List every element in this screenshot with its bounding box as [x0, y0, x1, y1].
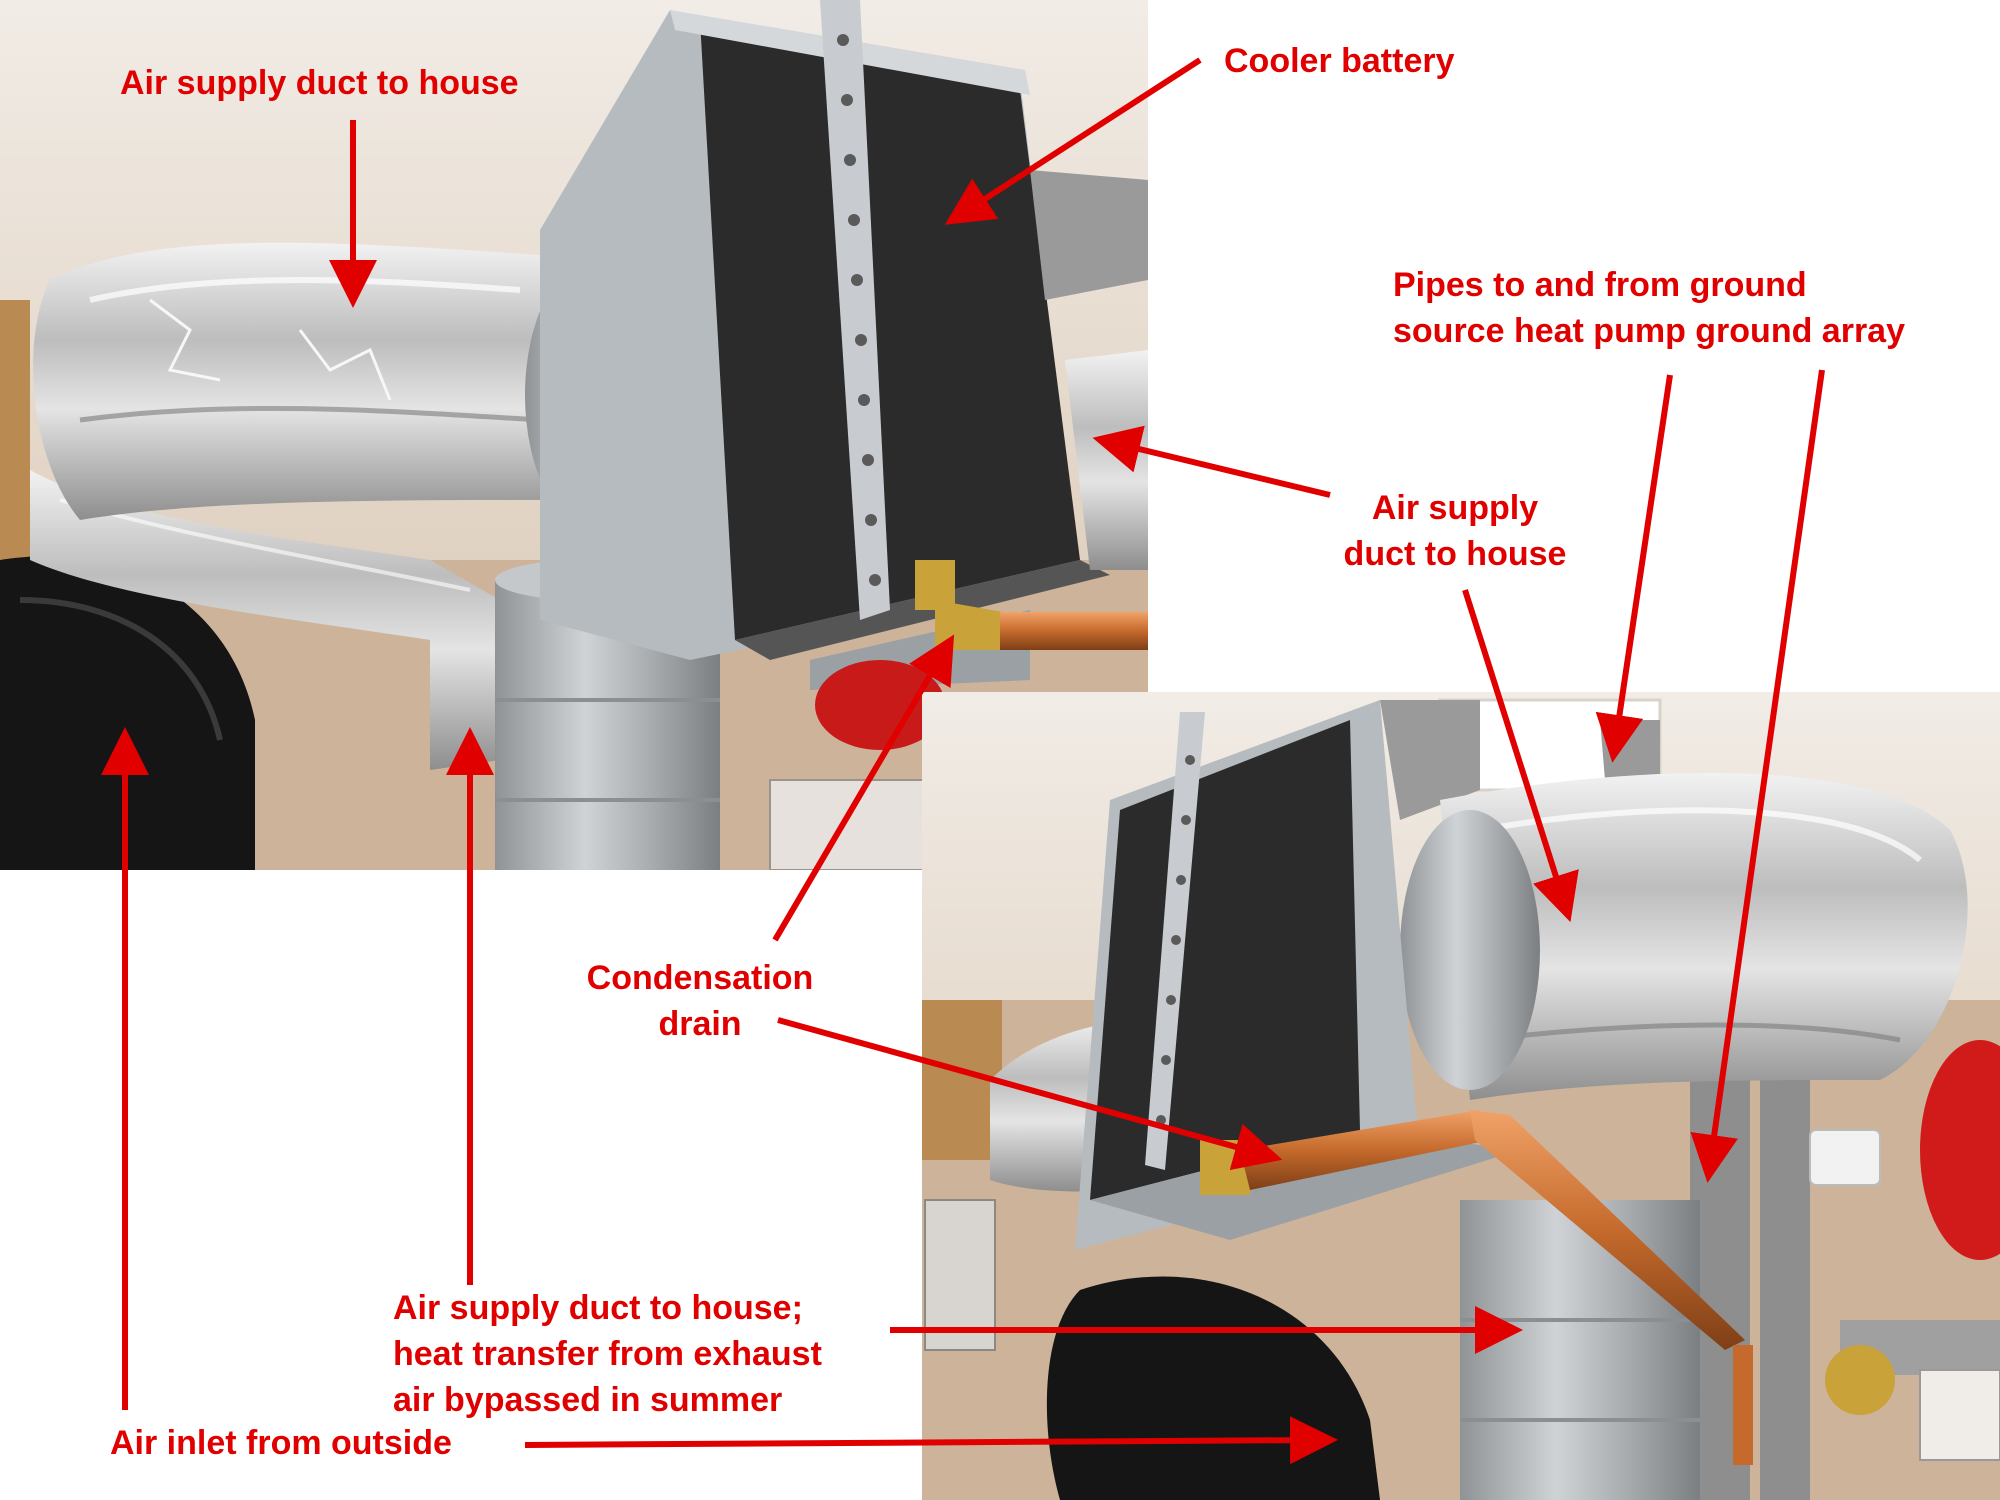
arrow-pipes-1 [1595, 374, 1673, 763]
label-pipes-line2: source heat pump ground array [1393, 312, 1905, 350]
arrow-cooler [944, 57, 1202, 225]
label-supply-top-left: Air supply duct to house [120, 64, 519, 102]
label-condensation-drain: Condensation drain [560, 955, 840, 1047]
red-expansion-vessel-right [1920, 1040, 2000, 1260]
label-cooler-battery: Cooler battery [1224, 42, 1455, 80]
black-inlet-duct [0, 556, 255, 870]
label-bypass-line3: air bypassed in summer [393, 1381, 783, 1419]
photo-bottom-right [922, 692, 2000, 1500]
foil-supply-duct-right [1440, 772, 1968, 1100]
label-condensation-line1: Condensation [586, 959, 814, 997]
label-pipes-ground-array: Pipes to and from ground source heat pum… [1393, 262, 1905, 354]
cooler-battery-box-right [1075, 700, 1520, 1250]
circulating-pump [1825, 1345, 1895, 1415]
label-bypass-duct: Air supply duct to house; heat transfer … [393, 1285, 822, 1423]
control-panel-left [924, 1199, 996, 1351]
label-supply-right: Air supply duct to house [1320, 485, 1590, 577]
label-air-inlet: Air inlet from outside [110, 1424, 452, 1462]
wall-panel [769, 779, 931, 870]
galvanised-vertical-pipe-right [1460, 1200, 1700, 1500]
label-bypass-line2: heat transfer from exhaust [393, 1335, 822, 1373]
label-pipes-line1: Pipes to and from ground [1393, 266, 1807, 304]
label-supply-right-line2: duct to house [1343, 535, 1567, 573]
cooler-battery-box [540, 0, 1110, 690]
arrow-supply-right-lower [1462, 589, 1579, 923]
grey-insulated-pipes-right [1380, 700, 2000, 1500]
arrow-condensation-top [772, 634, 955, 942]
photo-top-left [0, 0, 1148, 870]
label-bypass-line1: Air supply duct to house; [393, 1289, 803, 1327]
foil-supply-duct-top [33, 242, 560, 520]
arrow-inlet-right [524, 1416, 1338, 1465]
arrow-pipes-2 [1690, 369, 1825, 1183]
arrow-condensation-bottom [777, 1017, 1283, 1171]
thermostat [1809, 1129, 1881, 1186]
label-supply-right-line1: Air supply [1371, 489, 1539, 527]
isolator-switch [1919, 1369, 2000, 1461]
foil-bypass-duct [30, 470, 500, 770]
annotation-arrows [101, 57, 1825, 1465]
arrow-supply-right [1092, 425, 1331, 498]
label-condensation-line2: drain [658, 1005, 742, 1043]
brass-fitting-and-copper-pipe [915, 560, 1148, 650]
galvanised-collar-right [1400, 810, 1540, 1090]
